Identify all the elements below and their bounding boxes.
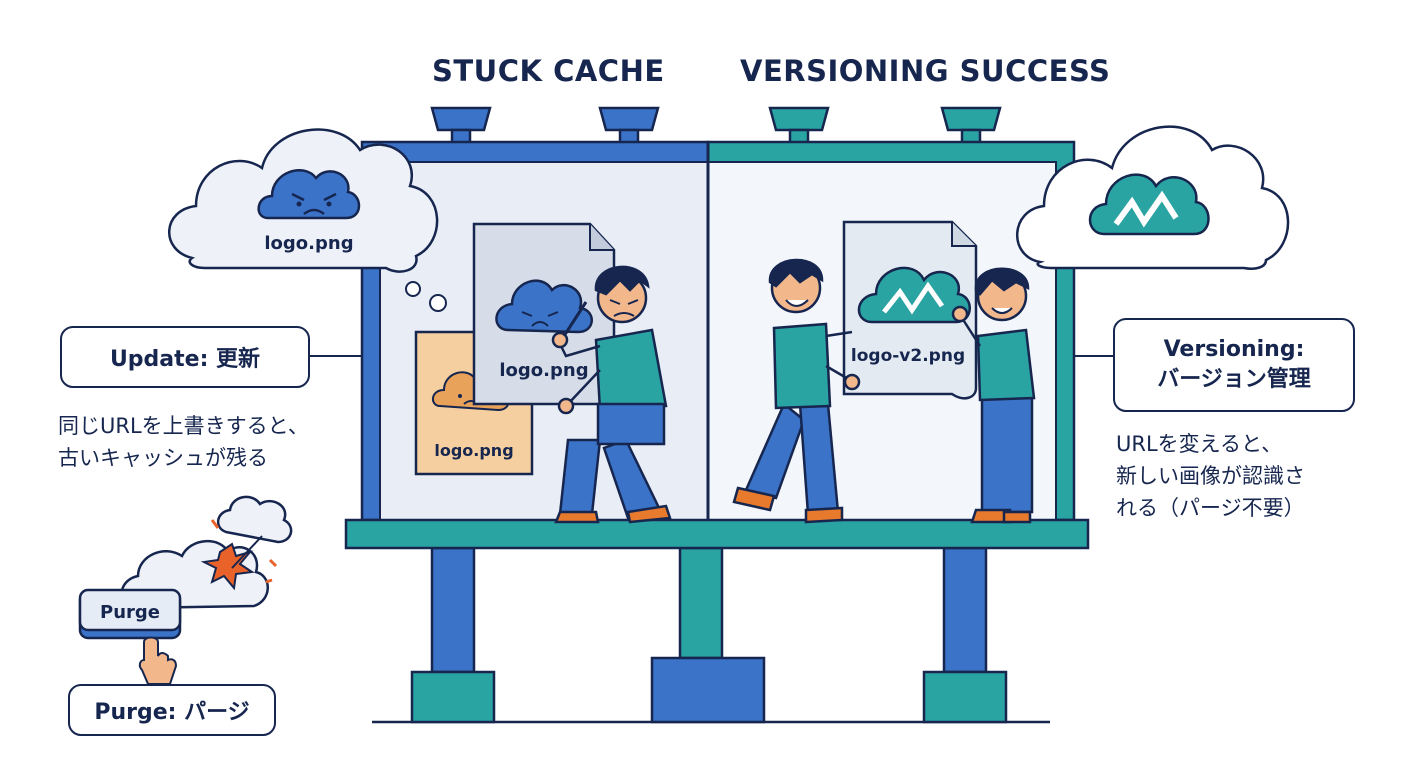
versioning-note-line2: 新しい画像が認識さ <box>1116 464 1305 488</box>
update-note-line1: 同じURLを上書きすると、 <box>58 414 309 438</box>
scraper-tool <box>562 301 588 337</box>
new-poster-right-label: logo-v2.png <box>851 346 965 366</box>
angry-cache-cloud: logo.png <box>168 128 447 312</box>
versioning-callout-label: Versioning: バージョン管理 <box>1113 318 1355 412</box>
update-note-line2: 古いキャッシュが残る <box>58 446 268 470</box>
new-poster-left-label: logo.png <box>499 360 588 381</box>
versioning-note-line1: URLを変えると、 <box>1116 432 1283 456</box>
versioning-label-line2: バージョン管理 <box>1157 367 1311 392</box>
angry-cloud-icon <box>257 168 361 220</box>
purge-callout-label: Purge: パージ <box>68 684 276 736</box>
update-callout-note: 同じURLを上書きすると、 古いキャッシュが残る <box>58 410 309 474</box>
stuck-cache-title: STUCK CACHE <box>432 54 665 88</box>
versioning-label-line1: Versioning: <box>1163 337 1305 362</box>
new-poster-left: logo.png <box>472 222 616 406</box>
pointing-hand-icon <box>138 636 178 685</box>
versioning-success-title: VERSIONING SUCCESS <box>740 54 1111 88</box>
happy-cache-cloud <box>1016 125 1290 270</box>
update-callout-label: Update: 更新 <box>60 326 310 388</box>
happy-worker-right <box>951 267 1036 524</box>
versioning-note-line3: れる（パージ不要） <box>1116 496 1305 520</box>
old-poster-label: logo.png <box>434 441 513 460</box>
angry-worker <box>551 265 672 524</box>
happy-worker-left <box>732 258 861 524</box>
billboard-legs <box>410 546 1008 724</box>
billboard-lamps <box>430 106 1002 146</box>
cloud-file-label: logo.png <box>264 233 353 254</box>
versioning-callout-note: URLを変えると、 新しい画像が認識さ れる（パージ不要） <box>1116 428 1305 524</box>
new-poster-right: logo-v2.png <box>842 220 978 400</box>
purge-button-label: Purge <box>100 602 160 623</box>
purge-button[interactable]: Purge <box>78 588 182 640</box>
